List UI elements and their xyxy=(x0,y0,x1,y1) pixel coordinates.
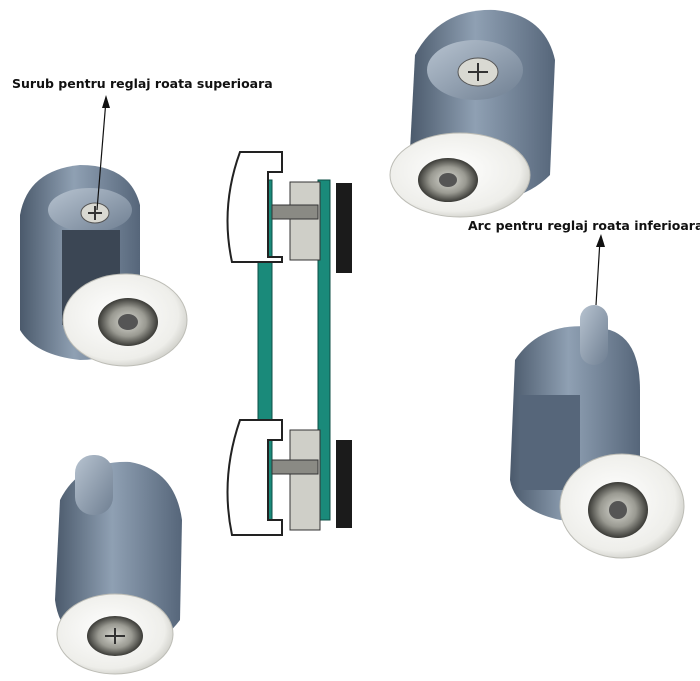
cross-section-diagram xyxy=(226,151,352,536)
top-screw-label: Surub pentru reglaj roata superioara xyxy=(12,76,273,91)
top-label-arrow xyxy=(96,95,110,211)
bottom-spring-label: Arc pentru reglaj roata inferioara xyxy=(468,218,700,233)
bottom-label-arrow xyxy=(595,234,605,306)
top-roller-wheel-right xyxy=(389,132,531,218)
top-roller-wheel-left xyxy=(62,273,188,367)
bottom-roller-wheel-right xyxy=(559,453,685,559)
bottom-roller-wheel-left xyxy=(56,593,174,675)
